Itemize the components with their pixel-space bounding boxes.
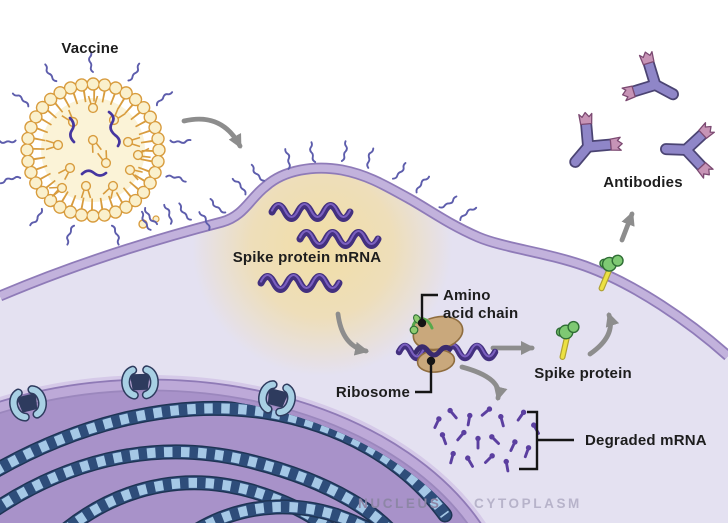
amino-acid-callout-line <box>420 293 438 323</box>
degraded-mrna-label: Degraded mRNA <box>585 432 707 449</box>
dna-helix-icon <box>0 444 413 523</box>
vaccine-label: Vaccine <box>61 40 119 57</box>
ribosome-icon <box>395 314 499 373</box>
amino-acid-chain-label: Amino acid chain <box>443 287 519 322</box>
ribosome-callout-line <box>415 361 433 394</box>
dna-helix-icon <box>22 475 368 523</box>
lipid-nanoparticle-vaccine-icon <box>0 51 192 247</box>
callout-lines <box>415 293 574 471</box>
dna-helix-icon <box>132 499 428 523</box>
ribosome-label: Ribosome <box>335 384 410 401</box>
antibodies-group <box>553 46 716 181</box>
arrow-vaccine-to-cell-icon <box>181 116 243 149</box>
dna-strands <box>0 400 453 523</box>
arrow-ribosome-to-degraded-icon <box>459 364 508 401</box>
dna-helix-icon <box>0 400 453 523</box>
spike-protein-label: Spike protein <box>534 365 632 382</box>
nucleus-label: NUCLEUS <box>358 496 442 511</box>
antibodies-label: Antibodies <box>603 174 683 191</box>
nucleus <box>0 370 486 523</box>
cytoplasm-label: CYTOPLASM <box>474 496 582 511</box>
cell-membrane <box>0 162 728 361</box>
arrow-mrna-to-ribosome-icon <box>335 311 369 356</box>
arrow-membrane-to-antibodies-icon <box>619 211 635 243</box>
arrow-spike-to-membrane-icon <box>587 312 620 357</box>
spike-mrna-label: Spike protein mRNA <box>232 249 382 266</box>
vaccine-mrna <box>68 110 121 177</box>
flow-arrows <box>181 116 635 401</box>
